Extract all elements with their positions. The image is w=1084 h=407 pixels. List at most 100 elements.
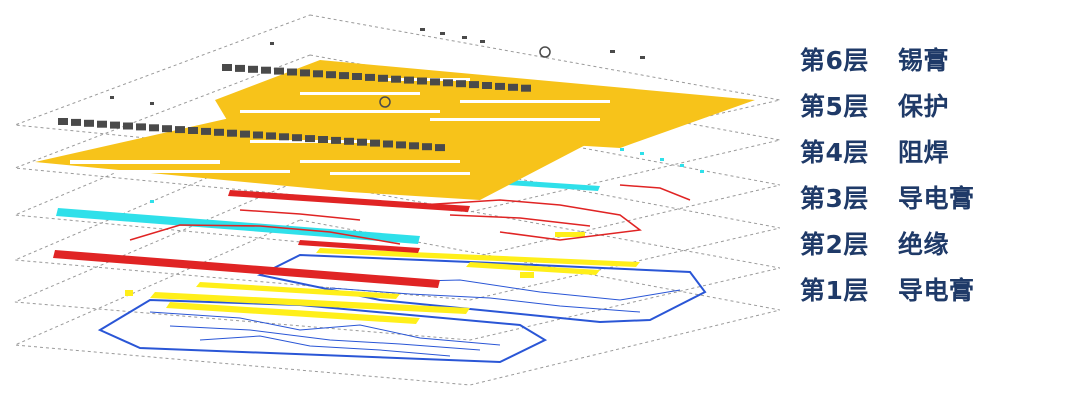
solder-paste-pad [521,84,531,92]
solder-paste-pad [110,121,120,129]
protection-pad [300,92,420,95]
layer-number: 第6层 [800,46,869,75]
red-trace [239,209,361,221]
protection-sheet [215,60,755,148]
yellow-bar [196,282,400,299]
red-trace [129,224,401,245]
yellow-pad [520,272,534,278]
solder-paste-pad [357,138,367,146]
solder-paste-pad [422,143,432,151]
yellow-bar [316,248,640,267]
solder-paste-pad [469,81,479,89]
protection-fiducial [539,46,551,58]
solder-paste-pad [409,142,419,150]
solder-paste-pad [396,141,406,149]
layer-material: 阻焊 [898,138,950,167]
layer-material: 保护 [898,92,950,121]
solder-paste-pad [123,122,133,130]
frame-layer-6 [14,14,781,171]
paste-dot [610,50,615,53]
solder-paste-pad [253,131,263,139]
red-bar [53,250,440,288]
solder-paste-pad [201,127,211,135]
protection-pad [240,110,440,113]
solder-paste-pad [214,128,224,136]
blue-trace [329,287,641,313]
cyan-dot [640,152,644,155]
yellow-bar [150,292,470,314]
paste-dot [462,36,467,39]
solder-paste-pad [495,82,505,90]
layer-number: 第4层 [800,138,869,167]
solder-paste-pad [383,140,393,148]
solder-paste-pad [417,77,427,85]
solder-paste-pad [248,65,258,73]
red-trace [619,184,691,201]
solder-paste-pad [222,64,232,71]
solder-paste-pad [443,79,453,87]
solder-paste-pad [435,144,445,152]
yellow-pad [555,232,585,237]
solder-paste-pad [261,66,271,74]
solder-paste-pad [318,136,328,143]
protection-pad [430,118,600,121]
solder-paste-pad [456,80,466,88]
solder-paste-row [222,64,531,92]
solder-paste-pad [391,75,401,83]
solder-paste-pad [352,73,362,80]
blue-trace [199,335,451,357]
solder-paste-pad [175,126,185,134]
paste-dot [440,32,445,35]
solder-paste-pad [136,123,146,131]
solder-paste-pad [339,72,349,80]
solder-paste-pad [344,137,354,145]
solder-paste-pad [404,76,414,84]
solder-paste-pad [266,132,276,140]
layer-3-red-conductive [53,184,691,288]
mask-pad [300,160,460,163]
layer-material: 导电膏 [898,276,975,305]
solder-paste-pad [149,124,159,132]
solder-paste-pad [430,78,440,86]
mask-pad [70,160,220,164]
blue-trace [169,325,481,351]
solder-paste-pad [331,136,341,144]
legend-item-layer-2: 第2层 绝缘 [800,220,1084,266]
solder-paste-pad [188,127,198,134]
red-traces [129,184,691,245]
yellow-bar [166,302,420,324]
layer-number: 第2层 [800,230,869,259]
solder-paste-pad [370,139,380,147]
cyan-dot [680,164,684,167]
mask-pad [330,172,470,175]
paste-dot [420,28,425,31]
cyan-bar [508,180,600,191]
layer-material: 绝缘 [898,230,950,259]
layer-number: 第5层 [800,92,869,121]
protection-fiducial [379,96,391,108]
red-bar [298,240,420,253]
solder-paste-pad [84,119,94,127]
solder-paste-pad [508,83,518,91]
solder-paste-pad [305,135,315,143]
solder-paste-pad [378,74,388,82]
cyan-dot [700,170,704,173]
pcb-layer-stack [14,14,781,386]
legend-item-layer-4: 第4层 阻焊 [800,128,1084,174]
paste-dot [480,40,485,43]
protection-pad [460,100,610,103]
layer-material: 锡膏 [898,46,950,75]
solder-paste-pad [313,70,323,78]
solder-paste-pad [240,130,250,138]
red-trace [419,199,642,241]
red-trace [449,214,591,227]
blue-board-outline-left [97,298,548,364]
insulation-yellow-bars [125,232,640,324]
solder-paste-pad [300,69,310,77]
frame-layer-3 [14,137,781,301]
solder-paste-pad [279,133,289,141]
solder-paste-pad [365,73,375,81]
solder-paste-pad [58,118,68,125]
solder-paste-pad [326,71,336,79]
blue-trace [149,311,501,346]
